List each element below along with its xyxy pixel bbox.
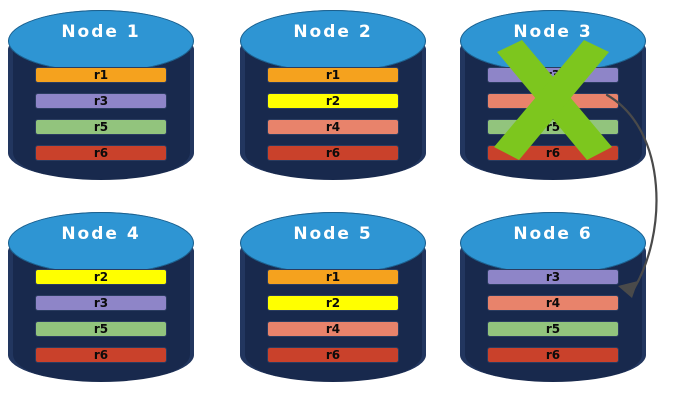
replica-label: r6 bbox=[545, 348, 561, 362]
node-4-top-disc bbox=[8, 212, 194, 274]
node-1-replica-list: r1 r3 r5 r6 bbox=[35, 67, 167, 161]
replica-row[interactable]: r2 bbox=[267, 295, 399, 311]
replica-label: r6 bbox=[545, 146, 561, 160]
node-4-replica-list: r2 r3 r5 r6 bbox=[35, 269, 167, 363]
replica-row[interactable]: r6 bbox=[35, 347, 167, 363]
replica-row[interactable]: r4 bbox=[267, 321, 399, 337]
replica-label: r5 bbox=[93, 120, 109, 134]
replica-row[interactable]: r3 bbox=[487, 67, 619, 83]
node-3[interactable]: Node 3 r3 r4 r5 r6 bbox=[460, 10, 646, 190]
node-4[interactable]: Node 4 r2 r3 r5 r6 bbox=[8, 212, 194, 392]
replica-label: r5 bbox=[93, 322, 109, 336]
replica-row[interactable]: r5 bbox=[35, 321, 167, 337]
replica-label: r1 bbox=[325, 68, 341, 82]
replica-row[interactable]: r4 bbox=[487, 295, 619, 311]
node-1[interactable]: Node 1 r1 r3 r5 r6 bbox=[8, 10, 194, 190]
replica-row[interactable]: r3 bbox=[35, 295, 167, 311]
node-1-title: Node 1 bbox=[61, 22, 141, 42]
replica-row[interactable]: r2 bbox=[35, 269, 167, 285]
replica-row[interactable]: r3 bbox=[35, 93, 167, 109]
replica-row[interactable]: r1 bbox=[267, 67, 399, 83]
node-3-replica-list: r3 r4 r5 r6 bbox=[487, 67, 619, 161]
node-6-replica-list: r3 r4 r5 r6 bbox=[487, 269, 619, 363]
replica-label: r2 bbox=[93, 270, 109, 284]
replica-row[interactable]: r6 bbox=[35, 145, 167, 161]
replica-label: r1 bbox=[325, 270, 341, 284]
node-3-title: Node 3 bbox=[513, 22, 593, 42]
node-1-top-disc bbox=[8, 10, 194, 72]
node-2-replica-list: r1 r2 r4 r6 bbox=[267, 67, 399, 161]
replica-label: r4 bbox=[325, 120, 341, 134]
replica-label: r3 bbox=[93, 94, 109, 108]
replica-row[interactable]: r5 bbox=[487, 119, 619, 135]
replica-row[interactable]: r1 bbox=[35, 67, 167, 83]
replica-row[interactable]: r6 bbox=[487, 347, 619, 363]
replica-row[interactable]: r5 bbox=[35, 119, 167, 135]
replica-row[interactable]: r5 bbox=[487, 321, 619, 337]
replica-row[interactable]: r6 bbox=[267, 145, 399, 161]
node-2[interactable]: Node 2 r1 r2 r4 r6 bbox=[240, 10, 426, 190]
replica-row[interactable]: r4 bbox=[267, 119, 399, 135]
replica-label: r5 bbox=[545, 120, 561, 134]
replica-label: r1 bbox=[93, 68, 109, 82]
replica-label: r3 bbox=[545, 68, 561, 82]
replica-row[interactable]: r4 bbox=[487, 93, 619, 109]
replica-label: r4 bbox=[545, 296, 561, 310]
replica-label: r4 bbox=[325, 322, 341, 336]
node-2-title: Node 2 bbox=[293, 22, 373, 42]
replica-label: r2 bbox=[325, 94, 341, 108]
node-5[interactable]: Node 5 r1 r2 r4 r6 bbox=[240, 212, 426, 392]
replica-row[interactable]: r1 bbox=[267, 269, 399, 285]
replica-label: r5 bbox=[545, 322, 561, 336]
replica-label: r4 bbox=[545, 94, 561, 108]
replica-row[interactable]: r2 bbox=[267, 93, 399, 109]
replica-label: r6 bbox=[93, 146, 109, 160]
node-2-top-disc bbox=[240, 10, 426, 72]
replica-label: r2 bbox=[325, 296, 341, 310]
node-4-title: Node 4 bbox=[61, 224, 141, 244]
node-6[interactable]: Node 6 r3 r4 r5 r6 bbox=[460, 212, 646, 392]
replica-label: r3 bbox=[93, 296, 109, 310]
node-5-replica-list: r1 r2 r4 r6 bbox=[267, 269, 399, 363]
node-5-top-disc bbox=[240, 212, 426, 274]
replica-row[interactable]: r3 bbox=[487, 269, 619, 285]
replica-label: r6 bbox=[325, 348, 341, 362]
node-6-title: Node 6 bbox=[513, 224, 593, 244]
node-5-title: Node 5 bbox=[293, 224, 373, 244]
replica-label: r3 bbox=[545, 270, 561, 284]
replica-row[interactable]: r6 bbox=[487, 145, 619, 161]
replica-label: r6 bbox=[93, 348, 109, 362]
replica-row[interactable]: r6 bbox=[267, 347, 399, 363]
replica-label: r6 bbox=[325, 146, 341, 160]
